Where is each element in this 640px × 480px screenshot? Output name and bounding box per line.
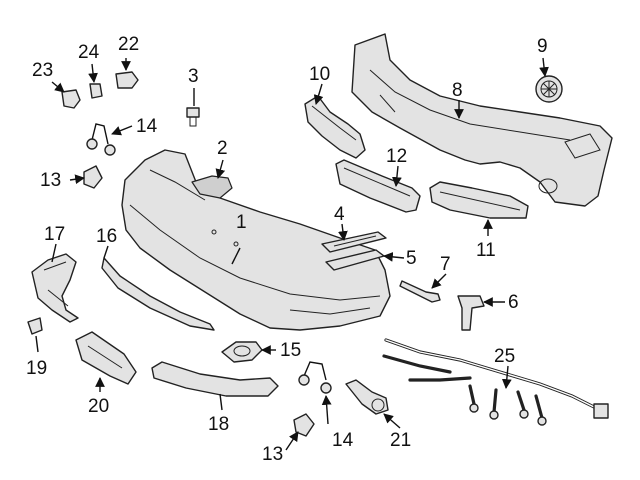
callout-14-lower: 14 xyxy=(332,430,354,451)
callout-15: 15 xyxy=(280,340,301,361)
part-6-bracket xyxy=(457,295,485,331)
callout-10: 10 xyxy=(309,64,330,85)
part-3-bolt xyxy=(186,107,200,127)
part-7-stud xyxy=(399,280,441,303)
part-12-foam xyxy=(335,159,421,213)
callout-21: 21 xyxy=(390,430,411,451)
callout-18: 18 xyxy=(208,414,229,435)
part-10-bracket xyxy=(304,95,366,159)
callout-13-upper: 13 xyxy=(40,170,61,191)
part-9-grommet xyxy=(535,75,563,103)
callout-5: 5 xyxy=(406,248,417,269)
callout-7: 7 xyxy=(440,254,451,275)
callout-17: 17 xyxy=(44,224,65,245)
callout-11: 11 xyxy=(476,240,496,261)
part-13-cap-lower xyxy=(293,413,315,437)
part-1-bumper-cover xyxy=(121,149,391,331)
callout-14-upper: 14 xyxy=(136,116,158,137)
callout-19: 19 xyxy=(26,358,47,379)
part-2-bracket xyxy=(191,175,233,199)
callout-12: 12 xyxy=(386,146,407,167)
callout-22: 22 xyxy=(118,34,139,55)
part-20-plate-bracket xyxy=(75,331,137,385)
part-15-cover xyxy=(221,341,263,363)
part-8-absorber xyxy=(351,33,613,207)
callout-23: 23 xyxy=(32,60,53,81)
part-21-sensor xyxy=(345,379,389,415)
part-11-foam xyxy=(429,181,529,219)
callout-3: 3 xyxy=(188,66,199,87)
callout-2: 2 xyxy=(217,138,228,159)
callout-16: 16 xyxy=(96,226,117,247)
part-14-clip-upper xyxy=(86,123,116,156)
callout-24: 24 xyxy=(78,42,100,63)
callout-4: 4 xyxy=(334,204,345,225)
part-19-clip xyxy=(27,317,43,335)
callout-25: 25 xyxy=(494,346,515,367)
callout-9: 9 xyxy=(537,36,548,57)
callout-13-lower: 13 xyxy=(262,444,283,465)
part-14-clip-lower xyxy=(298,361,332,394)
part-4-bracket xyxy=(321,231,387,253)
part-25-wiring-harness xyxy=(382,338,609,426)
part-16-strip xyxy=(101,257,215,331)
part-22-plug xyxy=(115,71,139,89)
callout-20: 20 xyxy=(88,396,109,417)
callout-1: 1 xyxy=(236,212,247,233)
part-23-clip xyxy=(61,89,81,109)
part-13-cap-upper xyxy=(83,165,103,189)
part-18-molding xyxy=(151,361,279,397)
callout-8: 8 xyxy=(452,80,463,101)
part-17-end-bracket xyxy=(31,253,79,323)
callout-6: 6 xyxy=(508,292,519,313)
part-24-grommet xyxy=(89,83,103,99)
